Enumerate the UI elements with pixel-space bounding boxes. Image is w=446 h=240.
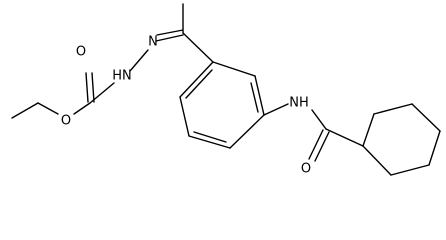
bond-carbonyl-c-o-double-1 (85, 72, 89, 103)
bond-imine-c-ring (182, 32, 214, 63)
bond-amide-c-o-double-2 (314, 131, 330, 162)
bond-ring-3-4 (229, 114, 265, 149)
bond-ring-4-5 (188, 135, 231, 149)
bond-amide-c-cyclohexyl (325, 128, 364, 147)
bond-n-c-double-1 (155, 34, 184, 42)
atom-o-ester: O (61, 114, 71, 129)
structure-drawing: O O HN N NH O (11, 3, 441, 177)
atom-n-hydrazone: N (148, 35, 158, 50)
atom-nh-amide: NH (289, 96, 309, 111)
molecule-diagram: O O HN N NH O (11, 3, 441, 177)
bond-chx-2-3 (373, 103, 413, 115)
bond-o-ester-carbonyl-c (73, 102, 91, 115)
bond-ethyl-ch2-o (37, 102, 59, 115)
bond-ring-2-3 (254, 75, 265, 116)
bond-nh-n (129, 49, 149, 72)
bond-ethyl-ch3-ch2 (11, 102, 39, 119)
bond-n-c-double-2 (156, 29, 184, 36)
bond-carbonyl-c-o-double-2 (91, 72, 95, 103)
atom-o-carbonyl-carbamate: O (76, 45, 86, 60)
bond-amide-c-o-double-1 (308, 129, 324, 160)
bond-ring-nh (263, 103, 289, 116)
bond-chx-6-1 (362, 145, 392, 176)
bond-ring-inner-a (250, 82, 259, 113)
bond-chx-1-2 (362, 113, 375, 147)
bond-chx-5-6 (390, 164, 430, 176)
bond-ring-inner-c (185, 69, 213, 99)
bond-chx-4-5 (428, 130, 441, 166)
atom-o-amide: O (301, 162, 311, 177)
bond-ring-1-2 (212, 61, 256, 77)
bond-nh-amide-c (311, 109, 327, 130)
bond-ring-5-6 (179, 96, 190, 137)
bond-carbonyl-c-nh (89, 82, 115, 104)
bond-ring-6-1 (179, 61, 214, 98)
bond-ring-inner-b (193, 131, 227, 143)
bond-chx-3-4 (411, 103, 441, 132)
atom-nh-hydrazone: HN (112, 69, 132, 84)
